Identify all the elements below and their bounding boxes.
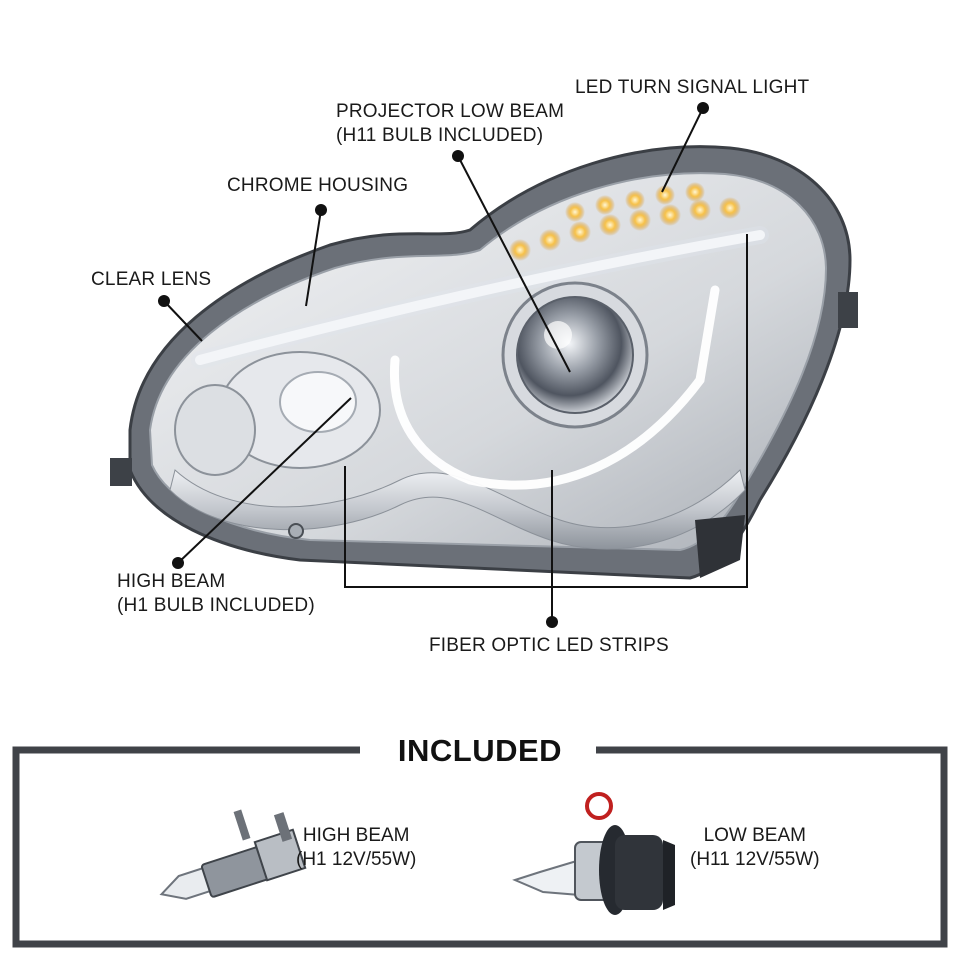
callout-chrome-housing-text: CHROME HOUSING [227, 175, 409, 196]
callout-chrome-housing: CHROME HOUSING [227, 174, 408, 198]
fiber-optic-strip-upper-glow [191, 226, 769, 369]
included-title: INCLUDED [367, 733, 593, 768]
lower-chrome-sweep [169, 469, 746, 550]
callout-projector-line-2: (H11 BULB INCLUDED) [336, 125, 544, 146]
callout-led-turn-signal: LED TURN SIGNAL LIGHT [575, 76, 809, 100]
included-frame [12, 746, 948, 948]
callout-projector-low-beam: PROJECTOR LOW BEAM (H11 BULB INCLUDED) [336, 100, 564, 148]
callout-led-turn-signal-text: LED TURN SIGNAL LIGHT [575, 77, 810, 98]
projector-highlight [544, 321, 572, 349]
included-high-beam-spec: (H1 12V/55W) [296, 849, 417, 870]
h1-bulb-image [159, 809, 307, 900]
included-low-beam: LOW BEAM (H11 12V/55W) [690, 824, 820, 872]
included-low-beam-name: LOW BEAM [703, 825, 806, 846]
mount-tab-right [838, 292, 858, 328]
included-low-beam-spec: (H11 12V/55W) [690, 849, 820, 870]
h11-bulb-image [512, 792, 675, 915]
callout-high-beam-line-2: (H1 BULB INCLUDED) [117, 595, 315, 616]
included-high-beam: HIGH BEAM (H1 12V/55W) [296, 824, 416, 872]
mount-tab-left [110, 458, 132, 486]
mount-bracket-bottom [695, 515, 745, 578]
left-reflector [174, 384, 256, 476]
callout-clear-lens-text: CLEAR LENS [91, 269, 212, 290]
high-beam-bulb [279, 371, 357, 433]
callout-lines [163, 107, 748, 622]
callout-projector-line-1: PROJECTOR LOW BEAM [336, 101, 565, 122]
led-turn-signal-row [509, 182, 741, 261]
callout-dots [158, 102, 709, 628]
screw [288, 523, 304, 539]
callout-clear-lens: CLEAR LENS [91, 268, 211, 292]
included-high-beam-name: HIGH BEAM [302, 825, 410, 846]
fiber-optic-strip-lower [389, 285, 720, 490]
callout-fiber-optic-text: FIBER OPTIC LED STRIPS [429, 635, 669, 656]
callout-high-beam-line-1: HIGH BEAM [117, 571, 226, 592]
included-title-wrap: INCLUDED [0, 733, 960, 769]
projector-lens [516, 296, 634, 414]
fiber-optic-strip-upper [195, 230, 765, 365]
callout-high-beam: HIGH BEAM (H1 BULB INCLUDED) [117, 570, 315, 618]
callout-fiber-optic: FIBER OPTIC LED STRIPS [429, 634, 669, 658]
